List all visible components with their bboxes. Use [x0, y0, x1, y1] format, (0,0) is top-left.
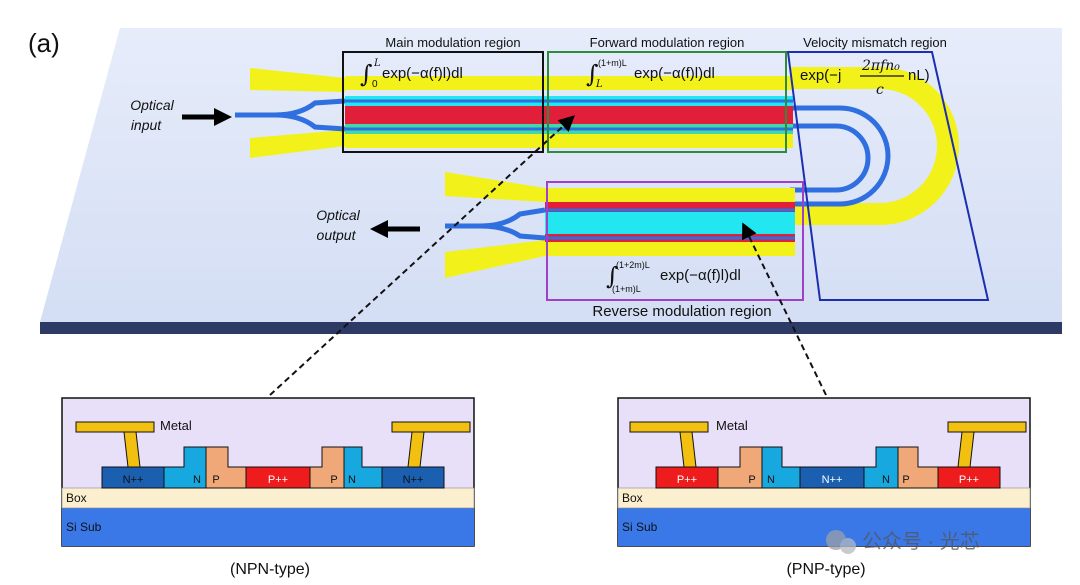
svg-text:(1+m)L: (1+m)L: [612, 284, 641, 294]
npn-caption: (NPN-type): [230, 561, 310, 578]
npn-doping-0: N++: [123, 474, 144, 486]
output-arrow: [370, 220, 420, 238]
npn-doping-2: P: [212, 474, 219, 486]
npn-cross-section: [61, 397, 475, 547]
pnp-sub-label: Si Sub: [622, 520, 658, 534]
svg-text:L: L: [595, 79, 603, 90]
reverse-region-box: [546, 181, 804, 301]
pnp-cross-section: [617, 397, 1031, 547]
pnp-doping-0: P++: [677, 474, 697, 486]
pnp-doping-6: P++: [959, 474, 979, 486]
pnp-doping-2: N: [767, 474, 775, 486]
svg-text:exp(−α(f)l)dl: exp(−α(f)l)dl: [660, 267, 741, 284]
svg-text:∫: ∫: [360, 60, 373, 88]
svg-text:exp(−α(f)l)dl: exp(−α(f)l)dl: [382, 65, 463, 82]
svg-text:exp(−α(f)l)dl: exp(−α(f)l)dl: [634, 65, 715, 82]
velocity-region-box: [786, 51, 990, 301]
svg-text:∫: ∫: [606, 262, 619, 290]
pnp-doping-3: N++: [822, 474, 843, 486]
svg-text:2πfn₀: 2πfn₀: [861, 58, 900, 74]
npn-box-label: Box: [66, 491, 87, 505]
optical-input-label-2: input: [131, 117, 162, 133]
npn-doping-1: N: [193, 474, 201, 486]
pnp-caption: (PNP-type): [786, 561, 865, 578]
u-waveguide-inner: [790, 123, 871, 193]
svg-text:L: L: [373, 58, 381, 69]
velocity-region-title: Velocity mismatch region: [803, 35, 947, 50]
reverse-formula: ∫ (1+2m)L (1+m)L exp(−α(f)l)dl: [606, 260, 741, 294]
svg-text:exp(−j: exp(−j: [800, 67, 841, 84]
npn-doping-3: P++: [268, 474, 288, 486]
main-formula: ∫ L 0 exp(−α(f)l)dl: [360, 58, 463, 90]
optical-output-label-2: output: [317, 227, 357, 243]
npn-pointer: [269, 115, 575, 396]
chip-slab: [40, 28, 1062, 334]
forward-region-box: [547, 51, 787, 153]
npn-doping-4: P: [330, 474, 337, 486]
npn-sub-label: Si Sub: [66, 520, 102, 534]
svg-text:(1+2m)L: (1+2m)L: [616, 260, 650, 270]
u-electrode: [790, 67, 959, 225]
reverse-region-title: Reverse modulation region: [592, 303, 771, 320]
bottom-arm: [445, 172, 795, 278]
main-region-box: [342, 51, 544, 153]
input-arrow: [182, 108, 232, 126]
pnp-box-label: Box: [622, 491, 643, 505]
svg-text:∫: ∫: [586, 60, 599, 88]
optical-input-label-1: Optical: [130, 97, 174, 113]
u-waveguide-outer: [790, 105, 891, 207]
forward-region-title: Forward modulation region: [590, 35, 745, 50]
pnp-doping-5: P: [902, 474, 909, 486]
pnp-pointer: [742, 222, 827, 396]
main-region-title: Main modulation region: [385, 35, 520, 50]
watermark-text: 公众号 · 光芯: [862, 530, 980, 553]
svg-text:c: c: [876, 82, 884, 98]
npn-doping-5: N: [348, 474, 356, 486]
panel-label: (a): [28, 28, 60, 58]
forward-formula: ∫ (1+m)L L exp(−α(f)l)dl: [586, 58, 715, 90]
optical-output-label-1: Optical: [316, 207, 360, 223]
velocity-formula: exp(−j 2πfn₀ c nL): [800, 58, 930, 98]
pnp-doping-1: P: [748, 474, 755, 486]
pnp-metal-label: Metal: [716, 418, 748, 433]
watermark: 公众号 · 光芯: [826, 530, 980, 554]
pnp-doping-4: N: [882, 474, 890, 486]
svg-text:0: 0: [372, 79, 378, 90]
svg-text:(1+m)L: (1+m)L: [598, 58, 627, 68]
npn-metal-label: Metal: [160, 418, 192, 433]
svg-text:nL): nL): [908, 67, 930, 84]
npn-doping-6: N++: [403, 474, 424, 486]
